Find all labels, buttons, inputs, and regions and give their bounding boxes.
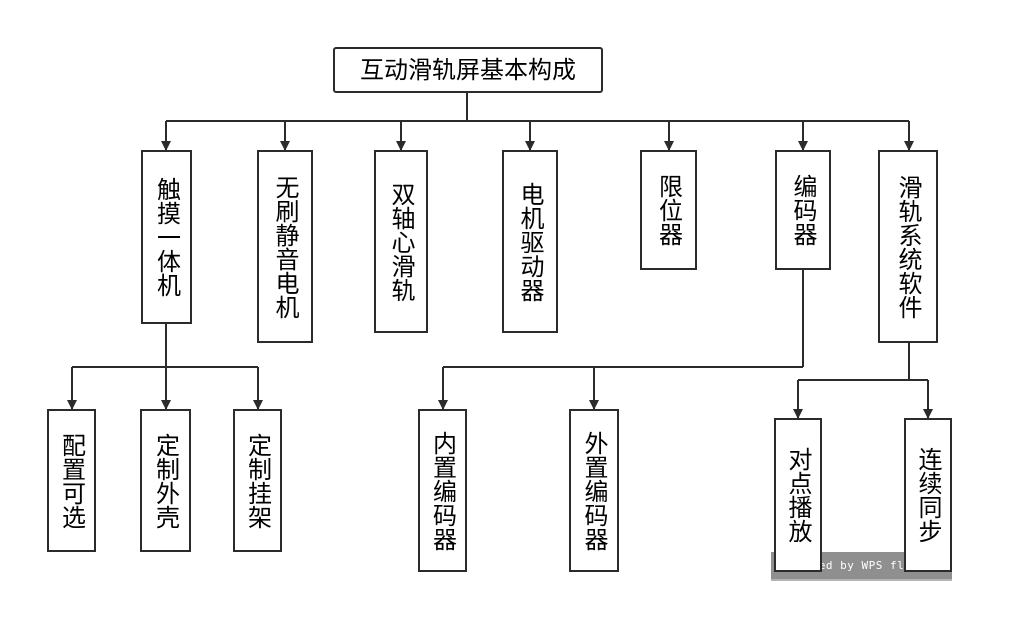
node-config-label: 配置可选 [57,432,86,529]
node-sync-label: 连续同步 [914,447,942,543]
node-outer-encoder-label: 外置编码器 [580,430,608,551]
node-touch-label: 触摸一体机 [152,177,181,297]
node-outer-encoder: 外置编码器 [569,409,619,572]
node-touch: 触摸一体机 [141,150,192,324]
node-shell-label: 定制外壳 [151,432,180,529]
node-rail: 双轴心滑轨 [374,150,428,333]
node-motor: 无刷静音电机 [257,150,313,343]
node-motor-label: 无刷静音电机 [271,174,299,319]
node-inner-encoder: 内置编码器 [418,409,467,572]
node-driver: 电机驱动器 [502,150,558,333]
root-label: 互动滑轨屏基本构成 [360,56,576,84]
node-limiter-label: 限位器 [654,174,683,246]
node-shell: 定制外壳 [140,409,191,552]
node-software: 滑轨系统软件 [878,150,938,343]
node-point-play: 对点播放 [774,418,822,572]
node-bracket: 定制挂架 [233,409,282,552]
node-encoder: 编码器 [775,150,831,270]
root-node: 互动滑轨屏基本构成 [333,47,603,93]
node-limiter: 限位器 [640,150,697,270]
node-bracket-label: 定制挂架 [243,432,272,529]
node-driver-label: 电机驱动器 [516,181,544,302]
node-inner-encoder-label: 内置编码器 [428,430,457,551]
node-encoder-label: 编码器 [789,174,817,246]
node-sync: 连续同步 [904,418,952,572]
node-config: 配置可选 [47,409,96,552]
node-software-label: 滑轨系统软件 [894,174,922,319]
node-rail-label: 双轴心滑轨 [387,181,415,302]
node-point-play-label: 对点播放 [784,447,812,543]
